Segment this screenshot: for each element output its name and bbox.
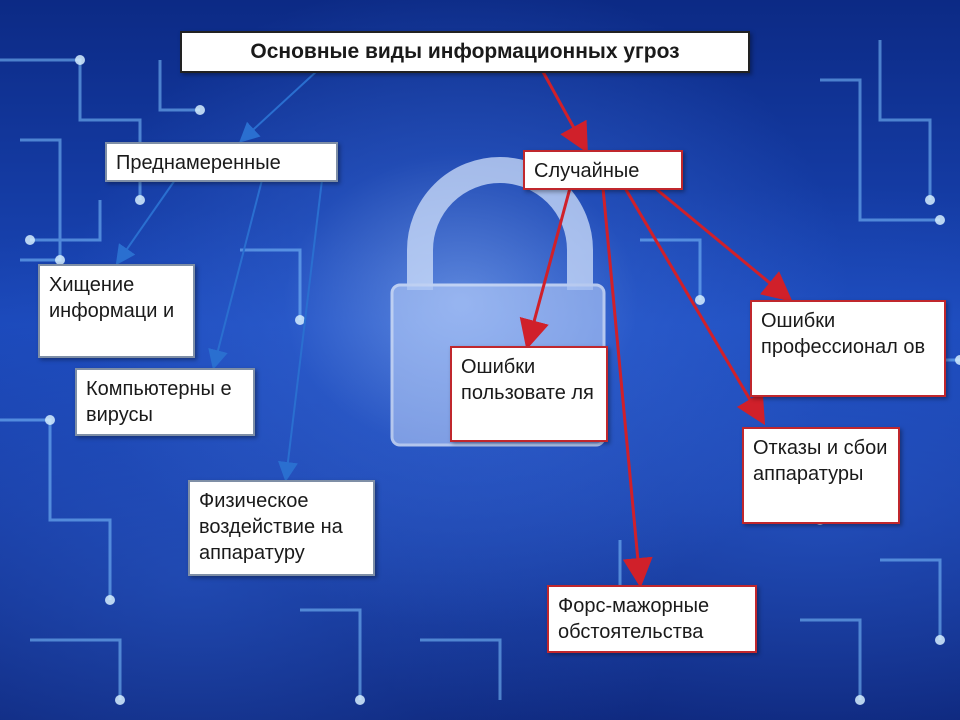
threat-professional-errors-label: Ошибки профессионал ов: [761, 310, 926, 358]
diagram-title: Основные виды информационных угроз: [180, 31, 750, 73]
threat-professional-errors: Ошибки профессионал ов: [750, 300, 946, 397]
category-intentional-label: Преднамеренные: [116, 152, 281, 174]
threat-hardware-failures-label: Отказы и сбои аппаратуры: [753, 437, 888, 485]
diagram-title-text: Основные виды информационных угроз: [250, 40, 680, 63]
threat-user-errors: Ошибки пользовате ля: [450, 346, 608, 442]
arrow-title-to-intentional: [239, 69, 319, 143]
threat-viruses-label: Компьютерны е вирусы: [86, 378, 232, 426]
threat-physical: Физическое воздействие на аппаратуру: [188, 480, 375, 576]
arrow-title-to-accidental: [540, 69, 588, 154]
arrow-accidental-to-user-errors: [519, 187, 572, 350]
threat-theft-label: Хищение информаци и: [49, 274, 175, 322]
threat-force-majeure: Форс-мажорные обстоятельства: [547, 585, 757, 653]
arrow-intentional-to-viruses: [208, 179, 263, 370]
arrow-intentional-to-physical: [277, 179, 323, 482]
threat-hardware-failures: Отказы и сбои аппаратуры: [742, 427, 900, 524]
arrow-accidental-to-force-majeure: [601, 187, 653, 588]
arrow-accidental-to-professional-errors: [654, 186, 793, 302]
arrow-intentional-to-theft: [115, 179, 176, 266]
threat-physical-label: Физическое воздействие на аппаратуру: [199, 490, 343, 564]
arrow-accidental-to-hardware-failures: [623, 187, 766, 426]
threat-force-majeure-label: Форс-мажорные обстоятельства: [558, 595, 710, 643]
category-accidental-label: Случайные: [534, 160, 640, 182]
threat-theft: Хищение информаци и: [38, 264, 195, 358]
category-intentional: Преднамеренные: [105, 142, 338, 182]
category-accidental: Случайные: [523, 150, 683, 190]
threat-user-errors-label: Ошибки пользовате ля: [461, 356, 594, 404]
threat-viruses: Компьютерны е вирусы: [75, 368, 255, 436]
